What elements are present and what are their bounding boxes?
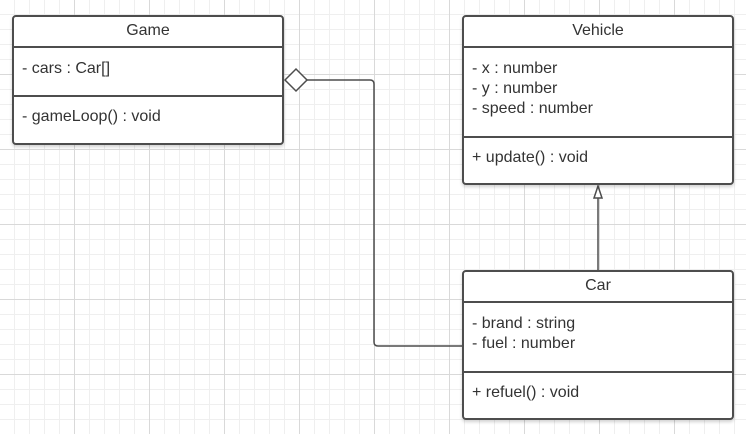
- attributes-section: - x : number - y : number - speed : numb…: [464, 48, 732, 138]
- class-car[interactable]: Car - brand : string - fuel : number + r…: [462, 270, 734, 420]
- class-vehicle[interactable]: Vehicle - x : number - y : number - spee…: [462, 15, 734, 185]
- methods-section: + update() : void: [464, 138, 732, 168]
- attribute: - fuel : number: [472, 335, 576, 352]
- attribute: - x : number: [472, 60, 558, 77]
- attribute: - y : number: [472, 80, 558, 97]
- inheritance-arrowhead: [592, 183, 604, 199]
- attributes-section: - cars : Car[]: [14, 48, 282, 97]
- method: - gameLoop() : void: [22, 108, 161, 125]
- methods-section: - gameLoop() : void: [14, 97, 282, 127]
- class-name: Game: [14, 17, 282, 48]
- class-name: Car: [464, 272, 732, 303]
- class-name: Vehicle: [464, 17, 732, 48]
- aggregation-diamond: [283, 67, 309, 93]
- attributes-section: - brand : string - fuel : number: [464, 303, 732, 373]
- method: + update() : void: [472, 149, 589, 166]
- attribute: - cars : Car[]: [22, 60, 111, 77]
- attribute: - brand : string: [472, 315, 576, 332]
- class-game[interactable]: Game - cars : Car[] - gameLoop() : void: [12, 15, 284, 145]
- method: + refuel() : void: [472, 384, 580, 401]
- methods-section: + refuel() : void: [464, 373, 732, 403]
- attribute: - speed : number: [472, 100, 593, 117]
- aggregation-line: [307, 79, 462, 347]
